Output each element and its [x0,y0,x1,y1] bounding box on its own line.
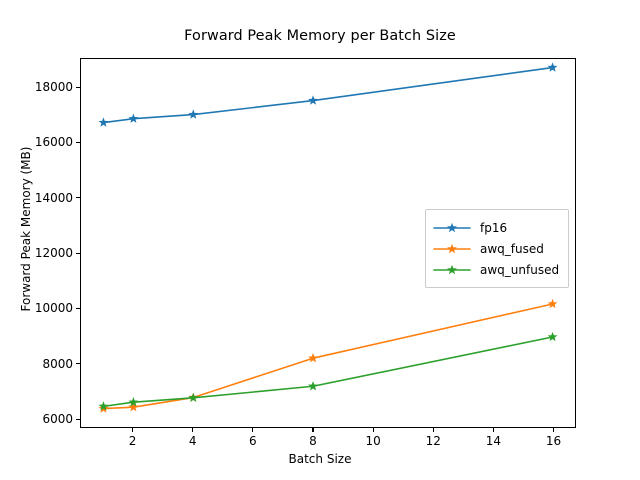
series-awq_fused [98,298,558,413]
legend-label: fp16 [480,220,508,235]
x-axis-tick-mark [432,428,434,432]
x-axis-tick-label: 12 [425,434,441,448]
series-awq_unfused [98,331,558,411]
legend-label: awq_fused [480,241,544,256]
series-line [102,66,554,124]
y-axis-tick-mark [76,141,80,143]
x-axis-label: Batch Size [288,452,352,466]
data-point-marker [128,397,139,407]
legend-swatch-icon [433,220,471,236]
y-axis-tick-mark [76,363,80,365]
y-axis-tick-mark [76,197,80,199]
x-axis-tick-label: 4 [188,434,197,448]
y-axis-tick-mark [76,418,80,420]
y-axis-tick-label: 8000 [42,356,73,371]
data-point-marker [547,298,558,309]
x-axis-tick-label: 2 [128,434,137,448]
plot-area [80,58,576,428]
data-point-marker [547,331,558,342]
series-fp16 [98,62,558,127]
x-axis-tick-labels: 2 4 6 8 10 12 14 16 [0,434,640,454]
data-point-marker [188,109,199,119]
data-point-marker [188,392,199,403]
y-axis-tick-label: 10000 [34,301,73,316]
x-axis-tick-label: 14 [485,434,501,448]
x-axis-tick-label: 10 [365,434,381,448]
chart-title: Forward Peak Memory per Batch Size [184,28,456,44]
y-axis-tick-label: 18000 [34,80,73,95]
x-axis-tick-label: 6 [249,434,257,448]
y-axis-tick-mark [76,307,80,310]
legend-item-awq_fused[interactable]: awq_fused [433,238,559,259]
data-point-marker [308,381,318,391]
x-axis-tick-mark [372,428,374,432]
data-point-marker [98,117,109,127]
y-axis-tick-label: 12000 [34,246,73,261]
series-line [102,303,554,410]
y-axis-tick-label: 6000 [42,412,73,427]
legend-swatch-icon [433,262,471,278]
series-line [102,336,554,408]
x-axis-tick-mark [252,428,254,432]
x-axis-tick-label: 8 [309,434,317,448]
data-point-marker [308,353,318,363]
x-axis-tick-mark [132,428,134,432]
x-axis-tick-mark [552,428,555,432]
x-axis-tick-mark [192,428,194,432]
data-point-marker [128,113,139,123]
y-axis-tick-mark [76,86,80,88]
legend-swatch-icon [433,241,471,257]
y-axis-tick-label: 16000 [34,135,73,150]
chart-legend: fp16 awq_fused awq_unfused [425,209,570,288]
y-axis-tick-label: 14000 [34,190,73,205]
legend-label: awq_unfused [480,262,560,277]
plot-lines [98,62,558,413]
x-axis-tick-mark [312,428,314,432]
y-axis-tick-mark [76,252,80,254]
legend-item-awq_unfused[interactable]: awq_unfused [433,259,559,280]
data-point-marker [308,95,318,105]
data-point-marker [98,401,109,411]
data-point-marker [547,62,558,72]
x-axis-tick-label: 16 [545,434,562,448]
legend-item-fp16[interactable]: fp16 [433,217,559,238]
y-axis-tick-labels: 6000 8000 10000 12000 14000 16000 18000 [0,0,73,480]
data-point-marker [128,402,139,412]
x-axis-tick-mark [492,428,494,432]
